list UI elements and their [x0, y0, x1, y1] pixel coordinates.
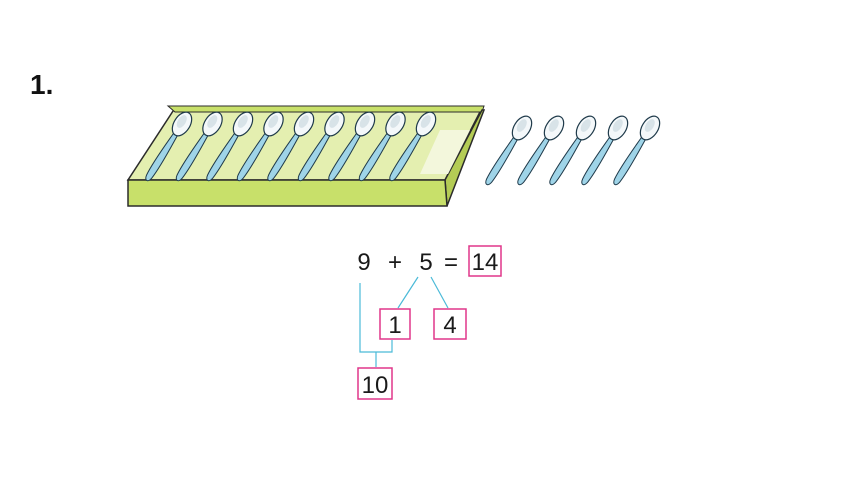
part-one-value: 1 — [388, 312, 401, 339]
tray-front-wall — [128, 180, 447, 206]
connector-to-part-two — [431, 277, 448, 308]
loose-spoons — [480, 113, 664, 189]
problem-number: 1. — [30, 69, 53, 100]
decomposition-connectors — [360, 277, 448, 367]
connector-to-part-one — [398, 277, 418, 308]
right-operand: 5 — [419, 249, 432, 276]
plus-sign: + — [388, 249, 402, 276]
equals-sign: = — [444, 249, 458, 276]
connector-bracket — [360, 283, 392, 352]
equation: 9 + 5 = 14 — [357, 246, 501, 276]
spoon-tray — [128, 106, 484, 206]
decomposition: 1 4 10 — [358, 309, 466, 399]
part-two-value: 4 — [443, 312, 456, 339]
ten-value: 10 — [362, 372, 389, 399]
answer-value: 14 — [472, 249, 499, 276]
left-operand: 9 — [357, 249, 370, 276]
tray-back-rim — [168, 106, 484, 112]
spoon-illustration — [128, 106, 664, 206]
